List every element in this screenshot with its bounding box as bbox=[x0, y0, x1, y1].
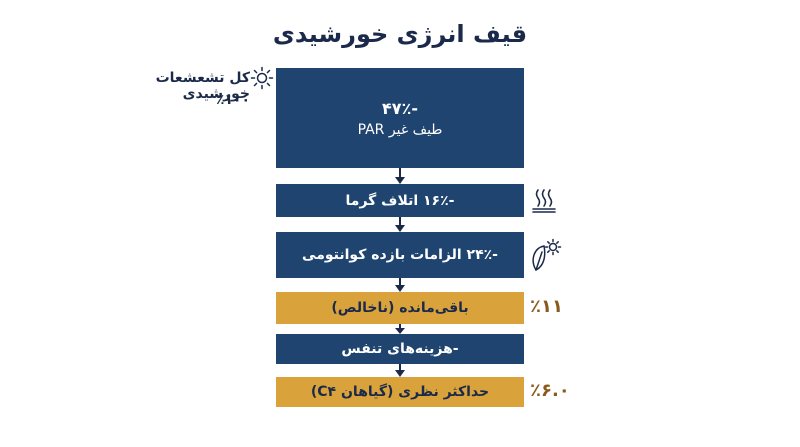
theoretical-max-value: ٪۶.۰ bbox=[530, 380, 570, 401]
stage-non-par: -۴۷٪ طیف غیر PAR bbox=[276, 68, 524, 168]
page-title: قیف انرژی خورشیدی bbox=[272, 20, 528, 48]
sun-icon bbox=[250, 66, 274, 90]
input-value: ٪۱۰۰ bbox=[215, 92, 250, 108]
input-label: کل تشعشعات خورشیدی bbox=[100, 70, 250, 102]
gross-remaining-value: ٪۱۱ bbox=[530, 296, 563, 317]
stage-non-par-value: -۴۷٪ bbox=[382, 98, 418, 118]
arrow-5 bbox=[394, 364, 406, 377]
arrow-2 bbox=[394, 217, 406, 232]
stage-non-par-label: طیف غیر PAR bbox=[357, 121, 443, 138]
arrow-4 bbox=[394, 324, 406, 334]
input-label-text: کل تشعشعات خورشیدی bbox=[155, 70, 250, 102]
stage-gross-remaining: باقی‌مانده (ناخالص) bbox=[276, 292, 524, 324]
stage-quantum-efficiency: -۲۴٪ الزامات بازده کوانتومی bbox=[276, 232, 524, 278]
stage-theoretical-max: حداکثر نظری (گیاهان C۴) bbox=[276, 377, 524, 407]
stage-respiration: -هزینه‌های تنفس bbox=[276, 334, 524, 364]
arrow-3 bbox=[394, 278, 406, 292]
stage-heat-loss: -۱۶٪ اتلاف گرما bbox=[276, 184, 524, 217]
arrow-1 bbox=[394, 168, 406, 184]
heat-waves-icon bbox=[530, 186, 558, 214]
leaf-sun-icon bbox=[528, 238, 562, 272]
